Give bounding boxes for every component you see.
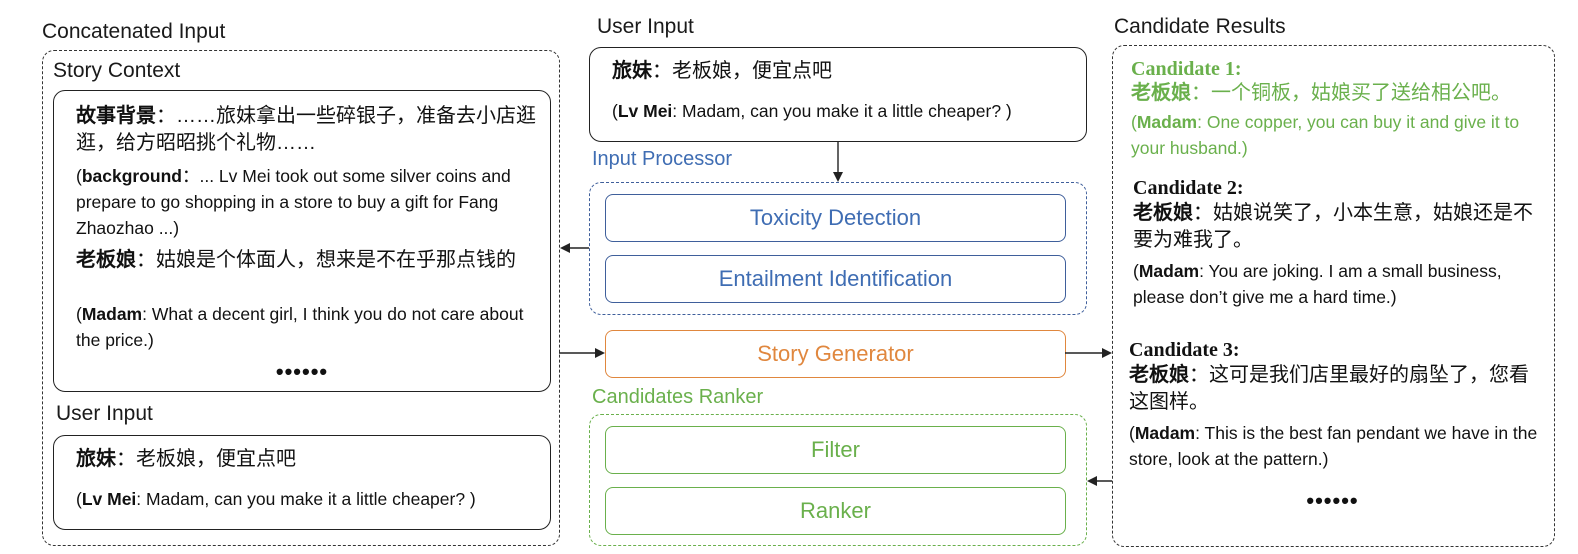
candidate-2-en-label: Madam — [1138, 261, 1200, 281]
candidate-3: Candidate 3: 老板娘：这可是我们店里最好的扇坠了，您看这图样。 (M… — [1129, 339, 1547, 472]
toxicity-detection-box: Toxicity Detection — [605, 194, 1066, 242]
user-input-title: User Input — [597, 15, 694, 38]
background-en-text: ：... Lv Mei took out some silver coins a… — [76, 166, 511, 238]
background-zh-text: ：……旅妹拿出一些碎银子，准备去小店逛逛，给方昭昭挑个礼物…… — [76, 105, 536, 154]
concatenated-input-panel — [42, 50, 560, 546]
ranker-box: Ranker — [605, 487, 1066, 535]
paren: ( — [76, 489, 82, 509]
paren: ( — [1133, 261, 1139, 281]
story-context-box: 故事背景：……旅妹拿出一些碎银子，准备去小店逛逛，给方昭昭挑个礼物…… (bac… — [53, 90, 551, 392]
left-user-zh-text: ：老板娘，便宜点吧 — [116, 448, 296, 470]
candidate-results-title: Candidate Results — [1114, 15, 1286, 38]
candidate-2-zh: 老板娘：姑娘说笑了，小本生意，姑娘还是不要为难我了。 — [1133, 200, 1537, 254]
candidate-3-zh-label: 老板娘 — [1129, 364, 1189, 386]
user-en: (Lv Mei: Madam, can you make it a little… — [612, 98, 1012, 124]
user-input-box: 旅妹：老板娘，便宜点吧 (Lv Mei: Madam, can you make… — [589, 47, 1087, 142]
candidate-2-en: (Madam: You are joking. I am a small bus… — [1133, 258, 1537, 310]
madam-en-label: Madam — [81, 304, 143, 324]
left-user-input-title: User Input — [56, 402, 153, 425]
background-zh-label: 故事背景 — [76, 105, 156, 127]
story-generator-box: Story Generator — [605, 330, 1066, 378]
background-zh: 故事背景：……旅妹拿出一些碎银子，准备去小店逛逛，给方昭昭挑个礼物…… — [76, 103, 536, 157]
candidates-ranker-title: Candidates Ranker — [592, 386, 764, 408]
candidate-2-zh-label: 老板娘 — [1133, 202, 1193, 224]
candidate-2-title: Candidate 2: — [1133, 177, 1244, 199]
madam-zh-text: ：姑娘是个体面人，想来是不在乎那点钱的 — [136, 249, 516, 271]
candidate-1-en-text: : One copper, you can buy it and give it… — [1131, 112, 1520, 158]
user-en-label: Lv Mei — [617, 101, 673, 121]
madam-en: (Madam: What a decent girl, I think you … — [76, 301, 526, 353]
madam-zh: 老板娘：姑娘是个体面人，想来是不在乎那点钱的 — [76, 247, 536, 274]
filter-box: Filter — [605, 426, 1066, 474]
left-user-en: (Lv Mei: Madam, can you make it a little… — [76, 486, 476, 512]
candidate-3-en: (Madam: This is the best fan pendant we … — [1129, 420, 1547, 472]
candidate-1-zh-text: ：一个铜板，姑娘买了送给相公吧。 — [1191, 82, 1511, 104]
candidate-1-en: (Madam: One copper, you can buy it and g… — [1131, 109, 1521, 161]
candidate-1: Candidate 1: 老板娘：一个铜板，姑娘买了送给相公吧。 (Madam:… — [1131, 58, 1547, 161]
paren: ( — [612, 101, 618, 121]
candidates-ranker-panel — [589, 414, 1087, 546]
candidate-3-zh: 老板娘：这可是我们店里最好的扇坠了，您看这图样。 — [1129, 362, 1529, 416]
candidate-1-zh: 老板娘：一个铜板，姑娘买了送给相公吧。 — [1131, 80, 1547, 107]
candidate-1-title: Candidate 1: — [1131, 58, 1242, 80]
madam-en-text: : What a decent girl, I think you do not… — [76, 304, 524, 350]
paren: ( — [76, 166, 82, 186]
user-zh-text: ：老板娘，便宜点吧 — [652, 60, 832, 82]
candidate-2-zh-text: ：姑娘说笑了，小本生意，姑娘还是不要为难我了。 — [1133, 202, 1533, 251]
user-zh: 旅妹：老板娘，便宜点吧 — [612, 58, 832, 85]
entailment-identification-box: Entailment Identification — [605, 255, 1066, 303]
candidate-1-en-label: Madam — [1136, 112, 1198, 132]
left-user-en-label: Lv Mei — [81, 489, 137, 509]
background-en: (background：... Lv Mei took out some sil… — [76, 163, 516, 241]
story-context-title: Story Context — [53, 59, 181, 82]
context-ellipsis: •••••• — [275, 359, 329, 384]
background-en-label: background — [81, 166, 182, 186]
user-zh-label: 旅妹 — [612, 60, 652, 82]
candidate-3-en-text: : This is the best fan pendant we have i… — [1129, 423, 1538, 469]
paren: ( — [1131, 112, 1137, 132]
candidate-3-title: Candidate 3: — [1129, 339, 1240, 361]
concatenated-input-title: Concatenated Input — [42, 20, 226, 43]
candidate-1-zh-label: 老板娘 — [1131, 82, 1191, 104]
candidate-3-en-label: Madam — [1134, 423, 1196, 443]
input-processor-title: Input Processor — [592, 148, 733, 170]
paren: ( — [76, 304, 82, 324]
user-en-text: : Madam, can you make it a little cheape… — [672, 101, 1012, 121]
left-user-zh: 旅妹：老板娘，便宜点吧 — [76, 446, 296, 473]
candidate-3-zh-text: ：这可是我们店里最好的扇坠了，您看这图样。 — [1129, 364, 1529, 413]
candidate-2: Candidate 2: 老板娘：姑娘说笑了，小本生意，姑娘还是不要为难我了。 … — [1133, 177, 1537, 310]
candidate-2-en-text: : You are joking. I am a small business,… — [1133, 261, 1502, 307]
candidates-ellipsis: •••••• — [1306, 488, 1359, 513]
left-user-input-box: 旅妹：老板娘，便宜点吧 (Lv Mei: Madam, can you make… — [53, 435, 551, 530]
candidate-results-panel — [1112, 45, 1555, 547]
input-processor-panel — [589, 182, 1087, 315]
madam-zh-label: 老板娘 — [76, 249, 136, 271]
left-user-en-text: : Madam, can you make it a little cheape… — [136, 489, 476, 509]
left-user-zh-label: 旅妹 — [76, 448, 116, 470]
paren: ( — [1129, 423, 1135, 443]
